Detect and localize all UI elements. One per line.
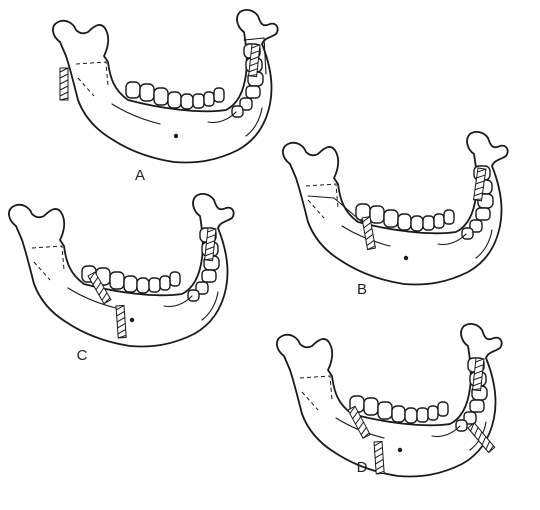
panel-label-a: A xyxy=(135,167,145,184)
panel-a: A xyxy=(53,10,278,184)
mandible-drawing-b xyxy=(283,132,508,285)
panel-label-d: D xyxy=(357,459,368,476)
panel-label-b: B xyxy=(357,281,367,298)
panel-label-c: C xyxy=(77,347,88,364)
panel-b: B xyxy=(283,132,508,298)
mandible-drawing-d xyxy=(277,324,502,477)
panel-c: C xyxy=(9,194,234,364)
mandible-drawing-c xyxy=(9,194,234,347)
mandible-drawing-a xyxy=(53,10,278,163)
panel-d: D xyxy=(277,324,502,477)
